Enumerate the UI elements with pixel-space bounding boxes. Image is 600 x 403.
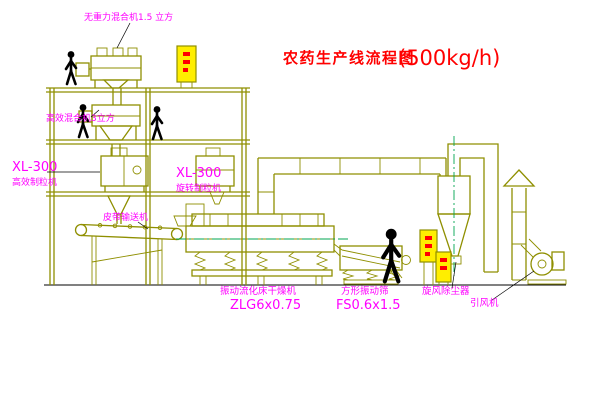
- stack-drawing: [502, 169, 536, 281]
- label-vibrating-screen: 方形振动筛: [341, 285, 389, 297]
- label-granulator-left: 高效制粒机: [12, 176, 57, 188]
- belt-conveyor-drawing: [74, 215, 197, 285]
- label-granulator-left-model: XL-300: [12, 160, 57, 175]
- label-fluid-bed-dryer-model: ZLG6x0.75: [230, 298, 301, 313]
- exhaust-duct-drawing: [257, 157, 447, 214]
- fan-drawing: [520, 238, 567, 285]
- high-efficiency-mixer-drawing: [78, 104, 141, 156]
- leader-lines: [47, 22, 535, 301]
- person-figure: [150, 104, 164, 141]
- person-figure: [64, 49, 78, 86]
- label-vibrating-screen-model: FS0.6x1.5: [336, 298, 401, 313]
- label-belt-conveyor: 皮带输送机: [103, 211, 148, 223]
- control-cabinet-2: [419, 229, 438, 285]
- label-high-eff-mixer: 高效混合机3立方: [46, 112, 115, 124]
- diagram-title: 农药生产线流程图: [282, 49, 415, 67]
- label-gravityless-mixer: 无重力混合机1.5 立方: [84, 11, 173, 23]
- label-cyclone: 旋风除尘器: [422, 285, 470, 297]
- label-granulator-right-model: XL-300: [176, 166, 221, 181]
- diagram-title-capacity: (500kg/h): [398, 46, 500, 70]
- label-induced-fan: 引风机: [470, 297, 499, 309]
- cyclone-drawing: [437, 136, 499, 276]
- control-cabinet-3: [435, 251, 452, 285]
- granulator-left-drawing: [100, 147, 149, 224]
- label-granulator-right: 旋转制粒机: [176, 182, 221, 194]
- gravityless-mixer-drawing: [75, 47, 142, 105]
- label-fluid-bed-dryer: 振动流化床干燥机: [220, 285, 297, 297]
- granulator-right-drawing: [195, 147, 235, 205]
- fluid-bed-dryer-drawing: [176, 203, 348, 285]
- control-cabinet-1: [176, 45, 197, 88]
